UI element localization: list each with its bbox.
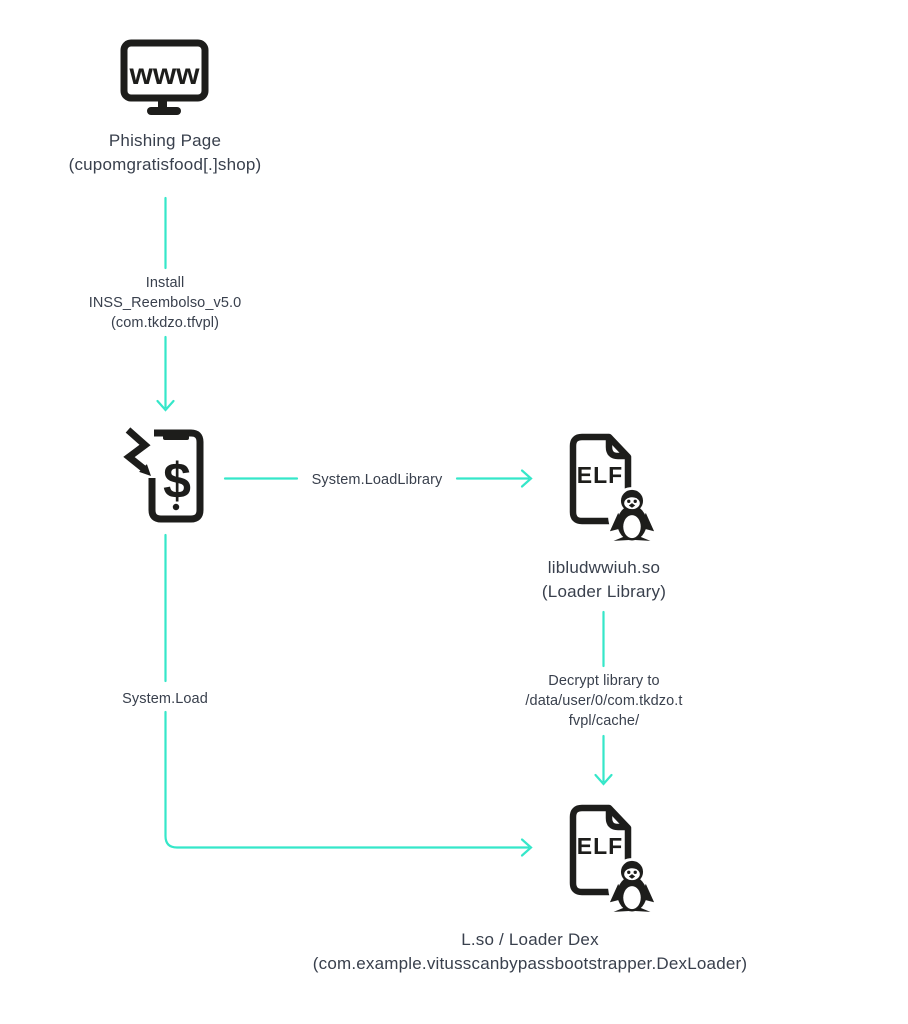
loader-library-title: libludwwiuh.so bbox=[547, 558, 661, 577]
install-edge-line2: INSS_Reembolso_v5.0 bbox=[88, 295, 242, 311]
elf-icon-text: ELF bbox=[577, 833, 623, 859]
phishing-page-title: Phishing Page bbox=[108, 131, 222, 150]
elf-icon-text: ELF bbox=[577, 462, 623, 488]
decrypt-edge-label: Decrypt library to /data/user/0/com.tkdz… bbox=[525, 671, 682, 731]
systemload-edge-label: System.Load bbox=[122, 689, 208, 709]
elf-document-fold bbox=[605, 438, 627, 460]
loader-dex-label: L.so / Loader Dex (com.example.vitusscan… bbox=[313, 928, 747, 976]
loadlibrary-edge-label: System.LoadLibrary bbox=[312, 470, 443, 490]
decrypt-edge-line3: fvpl/cache/ bbox=[568, 713, 640, 729]
infected-banking-app-icon: $ bbox=[123, 427, 204, 523]
dollar-icon-text: $ bbox=[163, 453, 191, 509]
loader-library-subtitle: (Loader Library) bbox=[541, 582, 667, 601]
decrypt-edge-line2: /data/user/0/com.tkdzo.t bbox=[525, 693, 683, 709]
phishing-page-label: Phishing Page (cupomgratisfood[.]shop) bbox=[69, 129, 262, 177]
loadlibrary-edge-text: System.LoadLibrary bbox=[311, 472, 443, 488]
phone-notch bbox=[163, 432, 189, 440]
elf-document-fold bbox=[605, 809, 627, 831]
zigzag-arrowhead bbox=[139, 464, 151, 476]
install-edge-line3: (com.tkdzo.tfvpl) bbox=[110, 315, 220, 331]
penguin-icon bbox=[608, 487, 656, 543]
elf-file-penguin-icon: ELF bbox=[569, 433, 656, 543]
loader-dex-subtitle: (com.example.vitusscanbypassbootstrapper… bbox=[312, 954, 748, 973]
edge-systemload-elbow bbox=[164, 710, 530, 849]
install-edge-label: Install INSS_Reembolso_v5.0 (com.tkdzo.t… bbox=[89, 273, 242, 333]
loader-library-label: libludwwiuh.so (Loader Library) bbox=[542, 556, 666, 604]
www-monitor-icon: www bbox=[120, 39, 209, 115]
phone-home-dot bbox=[172, 503, 180, 511]
install-edge-line1: Install bbox=[145, 275, 185, 291]
elf-file-penguin-icon: ELF bbox=[569, 804, 656, 914]
arrowhead-right-systemload bbox=[520, 838, 533, 857]
arrowhead-down-decrypt bbox=[594, 773, 613, 786]
loader-dex-title: L.so / Loader Dex bbox=[461, 930, 599, 949]
www-icon-text: www bbox=[128, 58, 200, 91]
phone-outline bbox=[148, 429, 204, 523]
zigzag-arrow bbox=[123, 427, 151, 472]
arrowhead-down-install bbox=[156, 399, 175, 412]
arrowhead-right-loadlibrary bbox=[520, 469, 533, 488]
monitor-stand-stem bbox=[158, 97, 167, 110]
systemload-edge-text: System.Load bbox=[122, 691, 208, 707]
penguin-icon bbox=[608, 858, 656, 914]
decrypt-edge-line1: Decrypt library to bbox=[548, 673, 660, 689]
phishing-page-subtitle: (cupomgratisfood[.]shop) bbox=[68, 155, 262, 174]
monitor-stand-base bbox=[147, 107, 181, 115]
